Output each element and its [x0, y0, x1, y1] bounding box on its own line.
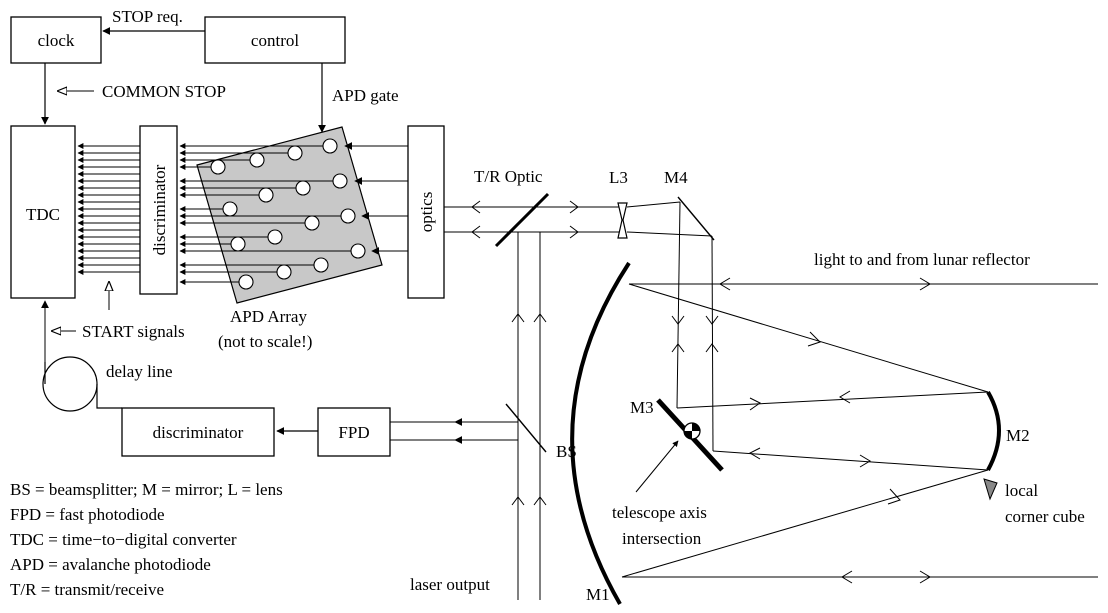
legend-line-5: T/R = transmit/receive [10, 580, 164, 599]
corner-cube-icon [983, 478, 998, 501]
m1-m2-beam-bottom [621, 469, 989, 578]
bs-splitter [505, 403, 547, 453]
m2-m3-beam-top [676, 391, 989, 409]
clock-box [10, 16, 102, 64]
m1-label: M1 [586, 585, 610, 604]
apd-array-label-1: APD Array [230, 307, 307, 326]
apd-array-label-2: (not to scale!) [218, 332, 312, 351]
optics-to-apd-arrows [344, 142, 408, 255]
delay-line-label: delay line [106, 362, 173, 381]
m2-label: M2 [1006, 426, 1030, 445]
apd-array [196, 126, 383, 304]
optics-label: optics [417, 192, 436, 233]
m2-mirror [986, 390, 1001, 471]
stop-req-label: STOP req. [112, 7, 183, 26]
legend-line-2: FPD = fast photodiode [10, 505, 165, 524]
m4-m3-beam-left [676, 201, 681, 409]
m1-m2-chevrons [807, 331, 901, 505]
delay-line-wire [44, 362, 122, 409]
discriminator-bottom-box [121, 407, 275, 457]
legend-line-4: APD = avalanche photodiode [10, 555, 211, 574]
l3-m4-beam-bottom [626, 231, 713, 237]
telescope-axis-pointer [635, 440, 679, 493]
apd-gate-label: APD gate [332, 86, 399, 105]
m2-m3-chevrons [748, 390, 871, 468]
m4-label: M4 [664, 168, 688, 187]
laser-output-label: laser output [410, 575, 490, 594]
telescope-axis-label-1: telescope axis [612, 503, 707, 522]
m1-mirror [570, 261, 631, 605]
legend-line-1: BS = beamsplitter; M = mirror; L = lens [10, 480, 283, 499]
apd-to-disc-arrows [179, 143, 358, 285]
tr-optic-mirror [494, 192, 550, 248]
m4-mirror [677, 196, 715, 241]
start-signals-label: START signals [82, 322, 185, 341]
tdc-box [10, 125, 76, 299]
m2-m3-beam-bottom [712, 450, 989, 471]
m3-label: M3 [630, 398, 654, 417]
laser-beam-chevrons [511, 313, 547, 506]
tr-optic-label: T/R Optic [474, 167, 543, 186]
fpd-box [317, 407, 391, 457]
l3-m4-beam-top [626, 201, 681, 208]
telescope-axis-label-2: intersection [622, 529, 702, 548]
discriminator-bottom-label: discriminator [153, 423, 244, 442]
lunar-label: light to and from lunar reflector [814, 250, 1030, 269]
telescope-axis-icon [683, 422, 701, 440]
fpd-label: FPD [338, 423, 369, 442]
optics-box [407, 125, 445, 299]
control-box [204, 16, 346, 64]
control-label: control [251, 31, 299, 50]
delay-line-coil [42, 356, 98, 412]
m4-m3-chevrons [671, 315, 719, 353]
clock-label: clock [38, 31, 75, 50]
legend-line-3: TDC = time−to−digital converter [10, 530, 237, 549]
m1-m2-beam-top [628, 283, 989, 393]
l3-lens [617, 202, 628, 239]
tdc-label: TDC [26, 205, 60, 224]
apd-pixels [210, 138, 366, 290]
lunar-beam-chevrons [719, 277, 931, 584]
corner-cube-label-2: corner cube [1005, 507, 1085, 526]
common-stop-label: COMMON STOP [102, 82, 226, 101]
discriminator-top-box [139, 125, 178, 295]
corner-cube-label-1: local [1005, 481, 1038, 500]
tr-beam-chevrons [471, 200, 579, 239]
l3-label: L3 [609, 168, 628, 187]
m4-m3-beam-right [711, 235, 714, 452]
disc-to-tdc-arrows [77, 143, 140, 275]
discriminator-top-label: discriminator [150, 164, 169, 255]
